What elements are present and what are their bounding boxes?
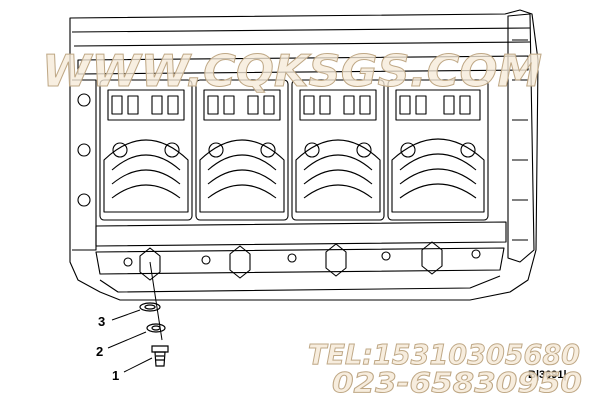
cylinder-4 <box>387 79 489 221</box>
watermark-tel: TEL:15310305680 <box>308 338 580 371</box>
callout-label-3: 3 <box>98 314 105 329</box>
end-cover-ribs <box>512 39 528 241</box>
part-plug <box>151 345 169 367</box>
head-top-rail-2 <box>73 41 531 47</box>
head-upper-deck <box>77 55 529 75</box>
part-plug-gasket <box>146 323 166 333</box>
head-top-rail <box>71 27 531 33</box>
left-bolt-3 <box>77 193 91 207</box>
flange-bolt-1 <box>123 257 133 267</box>
callout-label-1: 1 <box>112 368 119 383</box>
head-outline <box>69 9 539 301</box>
left-end-block <box>72 79 97 251</box>
cylinder-head-drawing <box>69 9 539 301</box>
bottom-edge <box>99 275 501 293</box>
port-bosses <box>139 241 443 281</box>
part-sealing-washer <box>139 302 161 312</box>
end-cover <box>507 13 535 263</box>
callout-1: 1 <box>112 357 153 383</box>
callout-3: 3 <box>98 309 141 329</box>
left-bolt-1 <box>77 93 91 107</box>
callout-label-2: 2 <box>96 344 103 359</box>
cylinder-1 <box>99 79 193 221</box>
figure-code: B|3691| <box>528 369 567 381</box>
cylinder-3 <box>291 79 385 221</box>
lower-flange <box>95 221 507 247</box>
flange-bolt-2 <box>201 255 211 265</box>
left-bolt-2 <box>77 143 91 157</box>
flange-bolt-5 <box>471 249 481 259</box>
flange-bolt-4 <box>381 251 391 261</box>
callout-2: 2 <box>96 331 147 359</box>
watermark-url: WWW.CQKSGS.COM <box>42 46 542 97</box>
watermark-phone: 023-65830950 <box>332 366 582 399</box>
flange-bolt-3 <box>287 253 297 263</box>
cylinder-2 <box>195 79 289 221</box>
lower-flange-2 <box>95 247 505 275</box>
